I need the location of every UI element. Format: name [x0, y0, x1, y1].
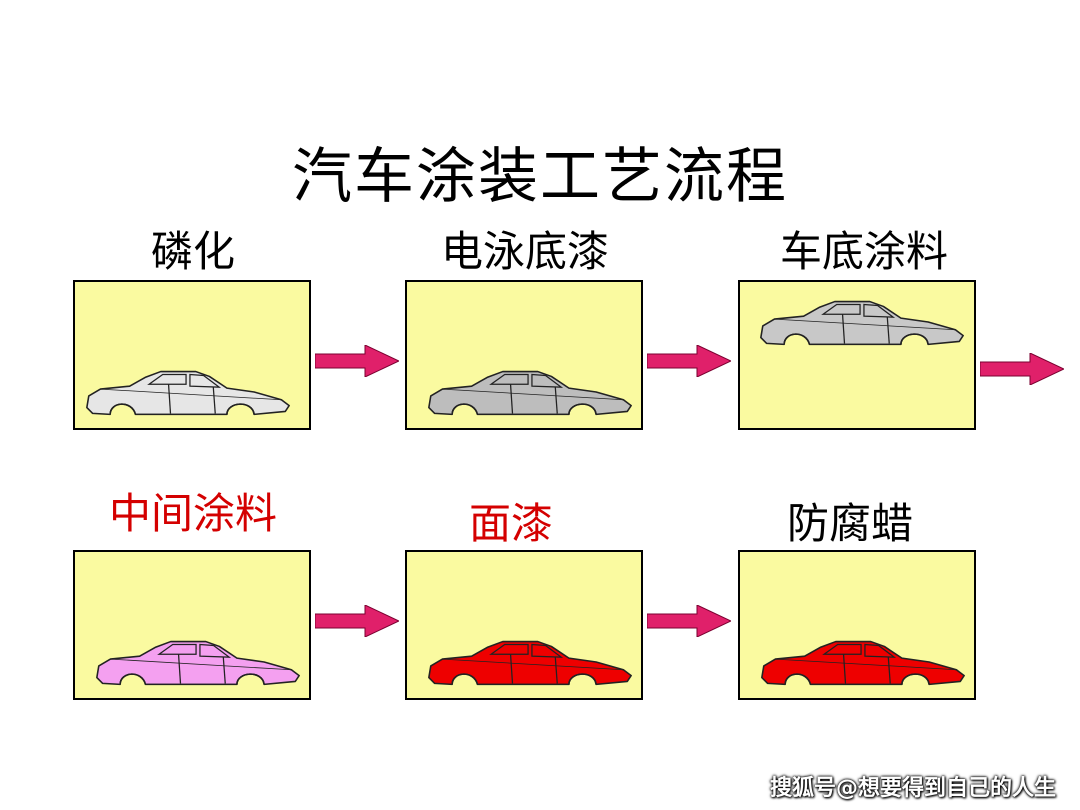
- arrow-icon: [315, 605, 399, 637]
- step-box-electrocoat: [405, 280, 643, 430]
- watermark: 搜狐号@想要得到自己的人生: [769, 776, 1056, 801]
- arrow-icon: [647, 345, 731, 377]
- arrow-icon: [647, 605, 731, 637]
- car-icon: [760, 300, 964, 346]
- page-title: 汽车涂装工艺流程: [292, 142, 788, 212]
- car-icon: [96, 640, 300, 686]
- step-label-underbody-coating: 车底涂料: [779, 227, 948, 276]
- step-label-electrocoat: 电泳底漆: [440, 227, 609, 276]
- step-label-topcoat: 面漆: [468, 499, 553, 548]
- step-label-intermediate-coat: 中间涂料: [108, 489, 277, 538]
- arrow-icon: [315, 345, 399, 377]
- step-box-topcoat: [405, 550, 643, 700]
- car-icon: [428, 370, 632, 416]
- step-label-phosphating: 磷化: [150, 227, 235, 276]
- step-box-phosphating: [73, 280, 311, 430]
- car-icon: [428, 640, 632, 686]
- step-box-anticorrosion-wax: [738, 550, 976, 700]
- car-icon: [761, 640, 965, 686]
- step-label-anticorrosion-wax: 防腐蜡: [786, 499, 913, 548]
- step-box-underbody-coating: [738, 280, 976, 430]
- arrow-icon: [980, 353, 1064, 385]
- step-box-intermediate-coat: [73, 550, 311, 700]
- car-icon: [86, 370, 290, 416]
